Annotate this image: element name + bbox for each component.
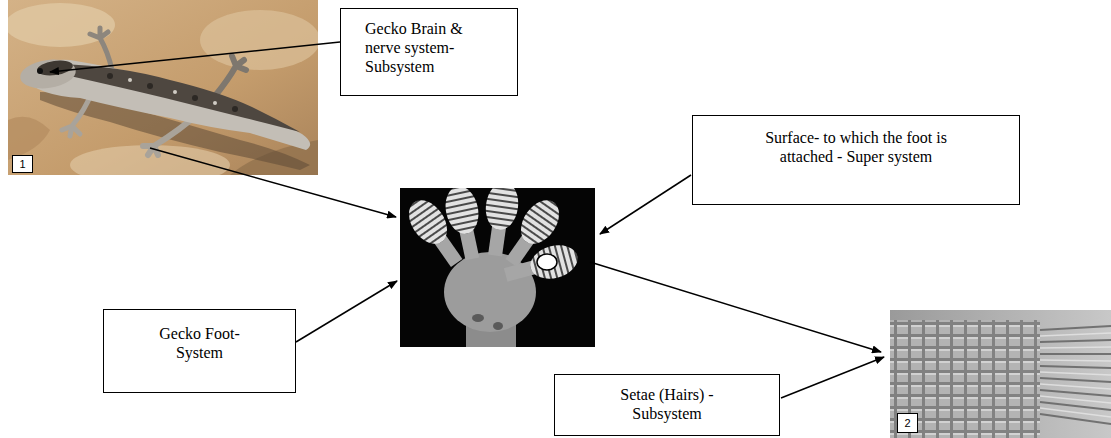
leader-arrow [296, 281, 397, 342]
box-text: Gecko Foot- System [150, 324, 249, 362]
leader-arrow [50, 42, 340, 72]
leader-arrow [150, 148, 396, 217]
leader-arrow [590, 262, 881, 352]
callout-number: 2 [897, 413, 918, 433]
subsystem-box: Setae (Hairs) - Subsystem [554, 374, 780, 436]
box-text: 2 [898, 415, 917, 432]
leader-arrow [600, 175, 691, 234]
setae-photo [890, 310, 1111, 438]
gecko-photo [8, 0, 318, 175]
box-text: Setae (Hairs) - Subsystem [603, 385, 731, 423]
box-text: Gecko Brain & nerve system- Subsystem [365, 19, 499, 76]
gecko-foot-image [400, 188, 595, 347]
box-text: 1 [13, 156, 32, 172]
supersystem-box: Surface- to which the foot is attached -… [692, 115, 1020, 205]
leader-arrow [781, 357, 884, 398]
box-text: Surface- to which the foot is attached -… [747, 128, 965, 166]
subsystem-box: Gecko Brain & nerve system- Subsystem [340, 8, 518, 96]
system-box: Gecko Foot- System [103, 309, 296, 393]
callout-number: 1 [12, 155, 33, 173]
